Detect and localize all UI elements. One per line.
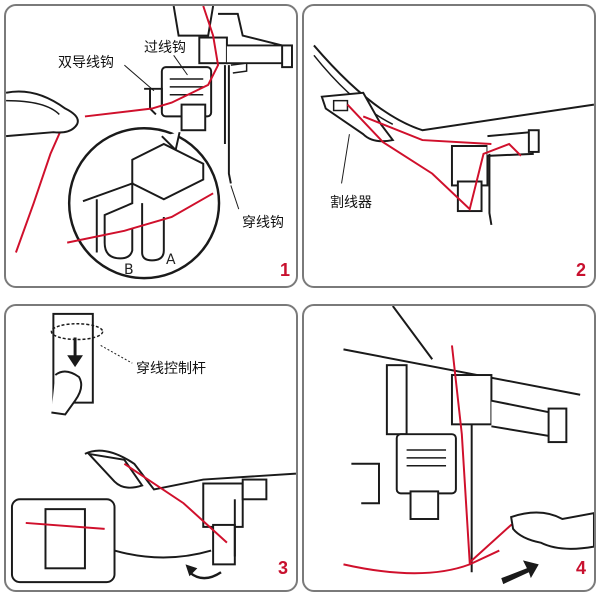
illustration-step-2 <box>313 44 594 226</box>
label-threader-hook: 穿线钩 <box>242 215 284 231</box>
step-number-2: 2 <box>576 260 587 280</box>
label-threading-lever: 穿线控制杆 <box>136 361 206 377</box>
label-double-guide-hook: 双导线钩 <box>58 55 114 71</box>
label-thread-cutter: 割线器 <box>330 195 372 211</box>
label-a: A <box>166 252 176 268</box>
label-pass-hook: 过线钩 <box>144 40 186 56</box>
illustration-step-1 <box>6 6 293 280</box>
step-number-3: 3 <box>278 558 289 578</box>
panel-step-3: 穿线控制杆 3 <box>4 304 298 592</box>
panel-step-1: 双导线钩 过线钩 穿线钩 B A 1 <box>4 4 298 288</box>
illustration-step-4 <box>343 306 594 585</box>
panel-step-4: 4 <box>302 304 596 592</box>
label-b: B <box>124 262 134 278</box>
panel-step-2: 割线器 2 <box>302 4 596 288</box>
illustration-step-3 <box>10 312 296 584</box>
step-number-4: 4 <box>576 558 587 578</box>
step-number-1: 1 <box>280 260 291 280</box>
